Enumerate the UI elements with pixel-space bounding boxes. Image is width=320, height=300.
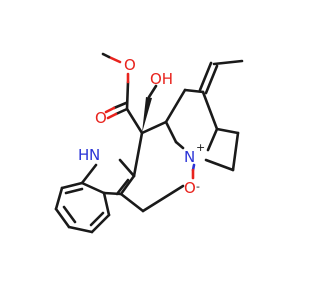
hydroxymethyl-group	[142, 84, 158, 133]
carbonyl-oxygen-label: O	[95, 109, 107, 127]
benzene-ring	[54, 181, 111, 234]
n-oxide-bonds	[191, 163, 196, 180]
oxide-oxygen-label: O	[184, 179, 196, 197]
structure-svg: O O OH H N N + O -	[54, 52, 244, 234]
ethylidene-group	[198, 59, 244, 95]
bridged-ring	[119, 88, 240, 213]
pyrrole-ring	[80, 158, 136, 196]
molecule-diagram: O O OH H N N + O -	[54, 52, 244, 234]
negative-charge-label: -	[196, 180, 200, 193]
amine-nitrogen-label: N	[184, 148, 195, 166]
indole-nitrogen-label: N	[89, 146, 100, 164]
hydroxyl-label: OH	[150, 70, 173, 88]
positive-charge-label: +	[196, 141, 205, 154]
methoxy-oxygen-label: O	[124, 56, 136, 74]
indole-nh-h-label: H	[78, 146, 89, 164]
ester-group	[101, 52, 144, 135]
